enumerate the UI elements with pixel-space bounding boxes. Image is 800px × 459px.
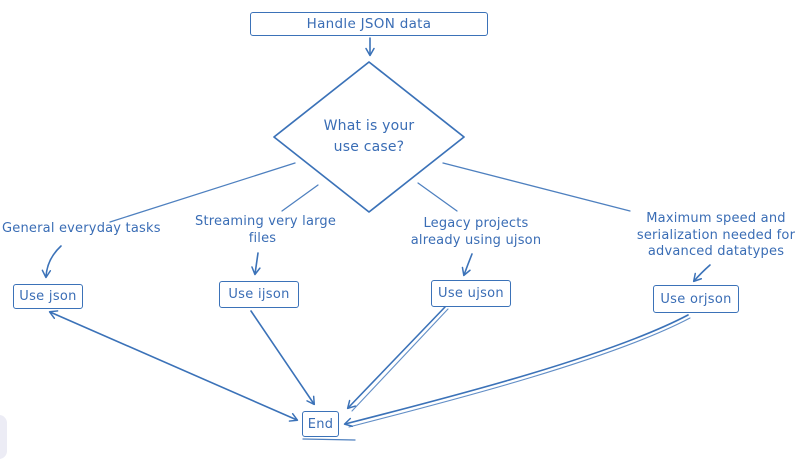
arrow-orjson-to-end-double-stroke — [348, 317, 691, 428]
action-node-use-orjson-label: Use orjson — [660, 291, 732, 307]
connector-decision-to-label-1 — [109, 162, 296, 223]
branch-2-condition-line-2: files — [248, 230, 277, 246]
branch-3-condition-line-2: already using ujson — [410, 232, 542, 248]
connector-decision-to-label-3 — [417, 182, 458, 212]
arrow-ujson-to-end-double-stroke — [351, 308, 449, 412]
canvas-corner-shape — [0, 415, 7, 459]
action-node-use-ujson: Use ujson — [431, 280, 511, 307]
branch-2-condition-label: Streaming very large files — [195, 214, 337, 247]
start-node: Handle JSON data — [250, 12, 488, 36]
action-node-use-ujson-label: Use ujson — [438, 286, 504, 301]
decision-diamond — [273, 61, 465, 213]
whiteboard-canvas: { "canvas": { "stroke_color": "#3b72b8",… — [0, 12, 800, 459]
arrow-orjson-to-end — [343, 314, 689, 428]
branch-2-condition-line-1: Streaming very large — [195, 214, 337, 229]
connector-layer — [41, 37, 711, 441]
arrow-json-to-end — [48, 310, 299, 422]
branch-3-condition-label: Legacy projects already using ujson — [408, 216, 544, 249]
action-node-use-ijson-label: Use ijson — [228, 287, 290, 302]
branch-4-condition-line-1: Maximum speed and — [646, 211, 786, 226]
end-box-overshoot-stroke — [302, 438, 356, 441]
arrow-label1-to-json — [41, 245, 62, 279]
decision-node-text: What is your use case? — [299, 116, 439, 158]
connector-decision-to-label-4 — [442, 162, 631, 212]
decision-line-1: What is your — [323, 118, 415, 134]
decision-line-2: use case? — [333, 139, 405, 155]
action-node-use-orjson: Use orjson — [653, 285, 739, 313]
action-node-use-json: Use json — [13, 284, 83, 309]
connector-decision-to-label-2 — [281, 184, 319, 212]
branch-1-condition-label: General everyday tasks — [2, 221, 164, 238]
action-node-use-ijson: Use ijson — [219, 281, 299, 308]
branch-4-condition-label: Maximum speed and serialization needed f… — [630, 211, 800, 261]
end-node-label: End — [307, 416, 334, 432]
branch-4-condition-line-3: advanced datatypes — [647, 244, 785, 259]
arrow-ijson-to-end — [250, 310, 316, 406]
start-node-label: Handle JSON data — [306, 16, 432, 32]
branch-1-condition-line-1: General everyday tasks — [2, 221, 161, 236]
arrow-ujson-to-end — [346, 306, 446, 410]
arrow-label4-to-orjson — [692, 264, 711, 283]
end-node: End — [302, 411, 339, 437]
branch-3-condition-line-1: Legacy projects — [423, 216, 529, 231]
action-node-use-json-label: Use json — [19, 289, 77, 304]
branch-4-condition-line-2: serialization needed for — [636, 227, 796, 243]
arrow-label2-to-ijson — [251, 252, 261, 276]
arrow-label3-to-ujson — [461, 253, 473, 277]
